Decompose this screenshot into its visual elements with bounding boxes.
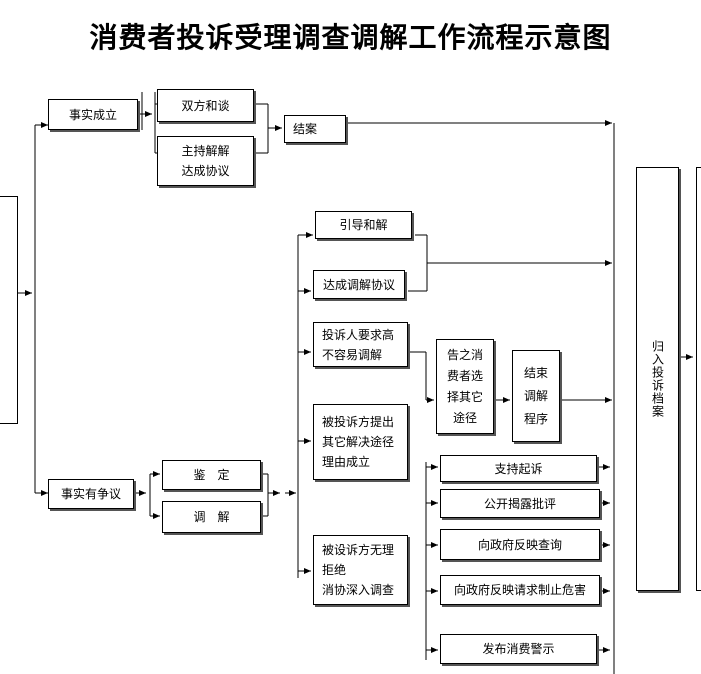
diagram-title: 消费者投诉受理调查调解工作流程示意图 <box>89 21 612 54</box>
node-close-case: 结案 <box>284 115 346 143</box>
node-end-mediation: 结束 调解 程序 <box>512 350 560 442</box>
node-guide-settle: 引导和解 <box>315 211 412 239</box>
archive-target-box-partial <box>696 167 701 591</box>
node-appraisal: 鉴 定 <box>162 460 261 490</box>
node-fact-disputed: 事实有争议 <box>48 479 134 509</box>
intake-box-partial <box>0 196 18 424</box>
node-public-criticism: 公开揭露批评 <box>440 489 600 518</box>
node-archive: 归入投诉档案 <box>636 167 679 591</box>
node-respondent-other: 被投诉方提出 其它解决途径 理由成立 <box>313 404 408 480</box>
node-support-lawsuit: 支持起诉 <box>440 455 597 482</box>
node-report-gov: 向政府反映查询 <box>440 529 600 560</box>
node-reach-agreement: 达成调解协议 <box>313 270 405 299</box>
node-hosted-mediation: 主持解解 达成协议 <box>157 136 254 186</box>
node-fact-established: 事实成立 <box>48 99 138 130</box>
node-archive-label: 归入投诉档案 <box>650 340 665 418</box>
node-mutual-talk: 双方和谈 <box>157 89 254 122</box>
node-mediation: 调 解 <box>162 501 261 533</box>
node-consumer-warning: 发布消费警示 <box>440 634 597 664</box>
node-complainant-demand: 投诉人要求高 不容易调解 <box>313 322 408 367</box>
node-report-gov-stop: 向政府反映请求制止危害 <box>440 575 600 605</box>
node-notify-consumer: 告之消 费者选 择其它 途径 <box>436 339 494 434</box>
node-respondent-refuse: 被设诉方无理 拒绝 消协深入调查 <box>313 535 408 605</box>
